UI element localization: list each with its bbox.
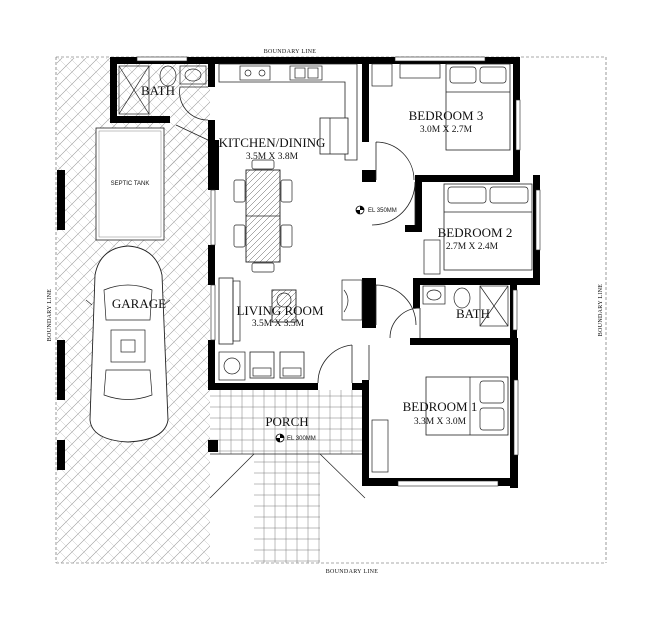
- living-dim: 3.5M X 3.5M: [252, 319, 305, 329]
- hall-elevation-label: EL 350MM: [368, 208, 397, 214]
- septic-tank: [95, 127, 165, 241]
- garage-paving-top: [168, 125, 213, 185]
- living-label: LIVING ROOM: [236, 303, 323, 318]
- walkway-tiles: [254, 454, 320, 563]
- dining-table-icon: [233, 159, 293, 273]
- bed-bedroom3-icon: [371, 63, 511, 151]
- kitchen-dim: 3.5M X 3.8M: [246, 152, 299, 162]
- windows: [136, 56, 541, 487]
- bedroom1-label: BEDROOM 1: [403, 399, 478, 414]
- boundary-label-top: BOUNDARY LINE: [264, 49, 317, 55]
- septic-tank-label: SEPTIC TANK: [111, 181, 150, 187]
- bath-top-fixtures: [118, 65, 207, 115]
- living-sofa-icon: [218, 277, 363, 381]
- porch-elevation-marker-icon: [275, 433, 285, 443]
- bath-top-label: BATH: [141, 83, 175, 98]
- bedroom3-label: BEDROOM 3: [409, 108, 484, 123]
- elevation-marker-icon: [355, 205, 365, 215]
- doors: [175, 86, 421, 384]
- boundary-label-right: BOUNDARY LINE: [598, 284, 604, 337]
- boundary-label-bottom: BOUNDARY LINE: [326, 569, 379, 575]
- bath-mid-label: BATH: [456, 306, 490, 321]
- kitchen-counter: [218, 63, 358, 161]
- bedroom3-dim: 3.0M X 2.7M: [420, 125, 473, 135]
- bed-bedroom2-icon: [423, 183, 533, 275]
- kitchen-label: KITCHEN/DINING: [219, 135, 326, 150]
- bedroom1-dim: 3.3M X 3.0M: [414, 417, 467, 427]
- bedroom2-dim: 2.7M X 2.4M: [446, 242, 499, 252]
- porch-tiles: [210, 390, 365, 454]
- bath-mid-fixtures: [422, 285, 509, 327]
- bedroom2-label: BEDROOM 2: [438, 225, 513, 240]
- car-icon: [85, 245, 171, 443]
- boundary-label-left: BOUNDARY LINE: [47, 289, 53, 342]
- bed-bedroom1-icon: [371, 376, 509, 473]
- porch-label: PORCH: [265, 414, 308, 429]
- garage-label: GARAGE: [112, 296, 166, 311]
- porch-elevation-label: EL 300MM: [287, 436, 316, 442]
